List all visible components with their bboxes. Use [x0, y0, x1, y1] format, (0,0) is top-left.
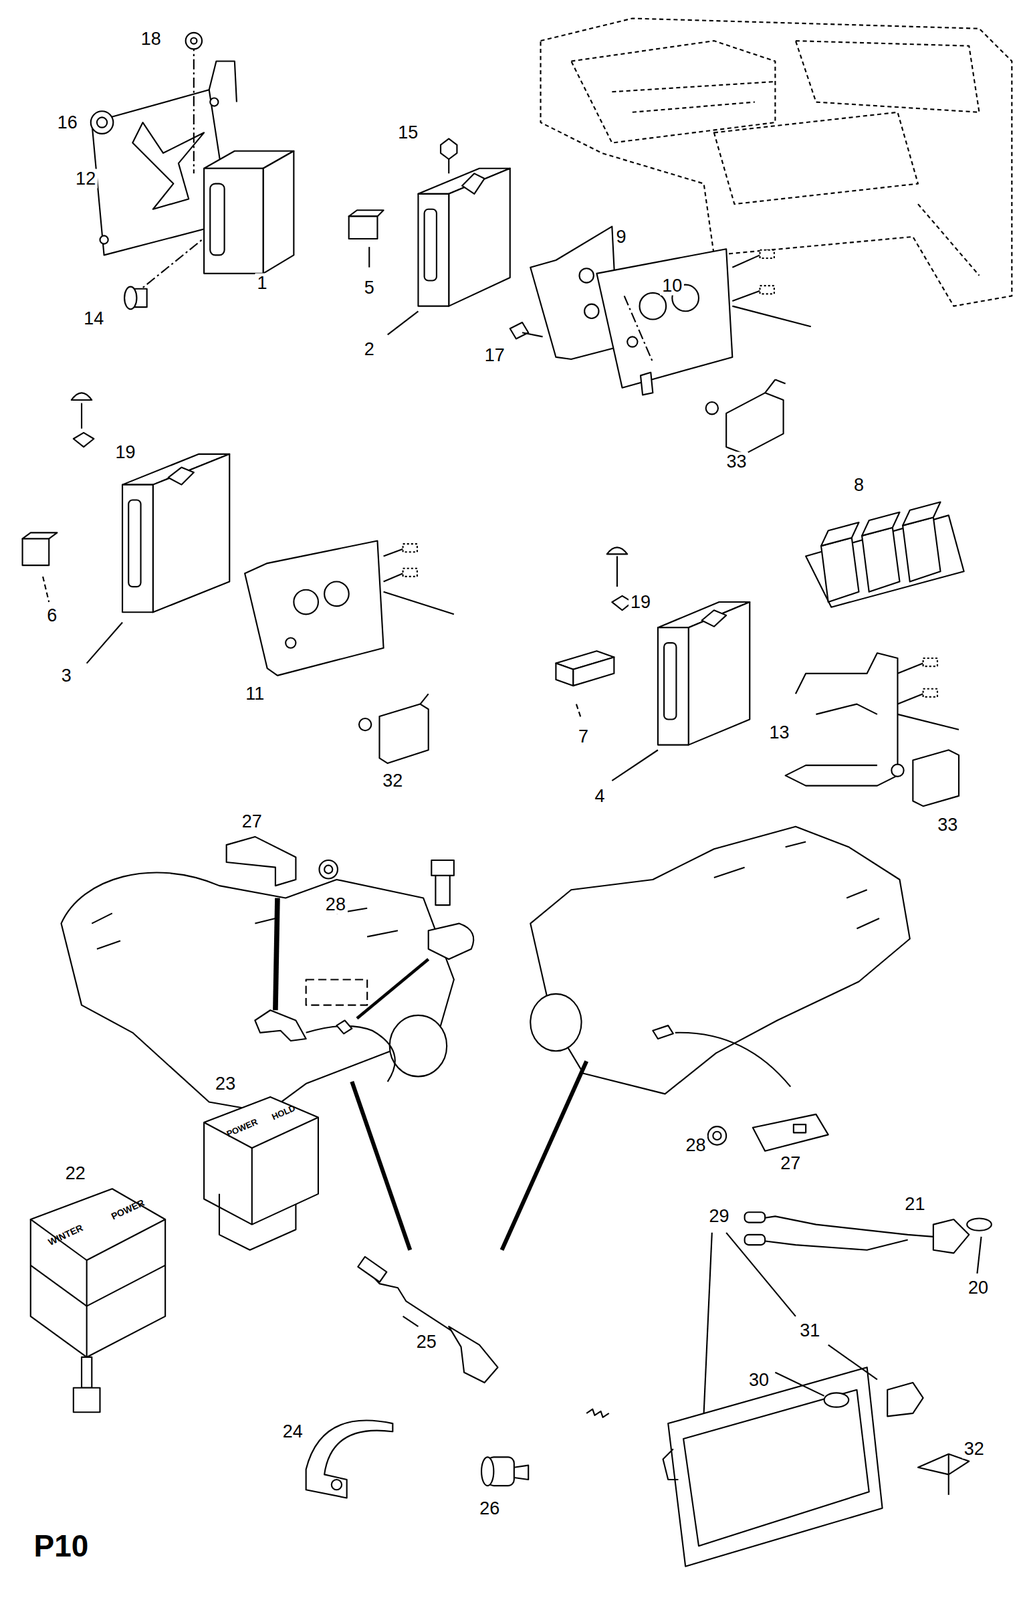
callout-number: 10 — [659, 276, 685, 296]
callout-number: 9 — [614, 226, 629, 247]
callout-number: 28 — [323, 893, 348, 914]
callout-number: 6 — [44, 605, 59, 625]
callout-number: 27 — [778, 1153, 803, 1173]
callout-number: 19 — [628, 592, 653, 612]
callout-number: 20 — [966, 1277, 991, 1298]
callout-number: 22 — [63, 1163, 88, 1183]
callout-number: 14 — [81, 308, 106, 328]
callout-number: 25 — [414, 1331, 439, 1352]
callout-number: 33 — [724, 451, 749, 471]
callout-number: 7 — [576, 726, 591, 747]
callout-number: 13 — [766, 722, 791, 743]
callout-number: 8 — [851, 474, 866, 495]
callout-number: 28 — [683, 1134, 708, 1155]
callout-number: 32 — [380, 770, 405, 791]
callout-number: 30 — [746, 1369, 771, 1389]
callout-number: 17 — [482, 345, 507, 365]
callout-number: 12 — [73, 168, 98, 188]
page-title: P10 — [34, 1529, 89, 1561]
callout-number: 27 — [240, 811, 265, 832]
callout-number: 24 — [280, 1421, 305, 1441]
callout-number: 18 — [139, 28, 164, 49]
callout-number: 3 — [59, 665, 74, 685]
callout-number: 11 — [243, 684, 267, 704]
callout-number: 19 — [113, 441, 138, 462]
callout-number: 4 — [592, 785, 607, 806]
callout-number: 21 — [902, 1194, 927, 1214]
callout-number: 1 — [255, 272, 270, 293]
callout-number: 23 — [213, 1073, 238, 1094]
callout-number: 2 — [362, 338, 377, 359]
callout-number: 29 — [706, 1206, 731, 1226]
callout-number: 32 — [962, 1438, 987, 1459]
callout-number: 15 — [395, 123, 420, 143]
callout-number: 33 — [935, 814, 960, 834]
callout-number: 5 — [362, 278, 377, 298]
callout-number: 26 — [477, 1497, 502, 1518]
callout-number: 31 — [797, 1320, 822, 1340]
callout-number: 16 — [55, 112, 80, 133]
